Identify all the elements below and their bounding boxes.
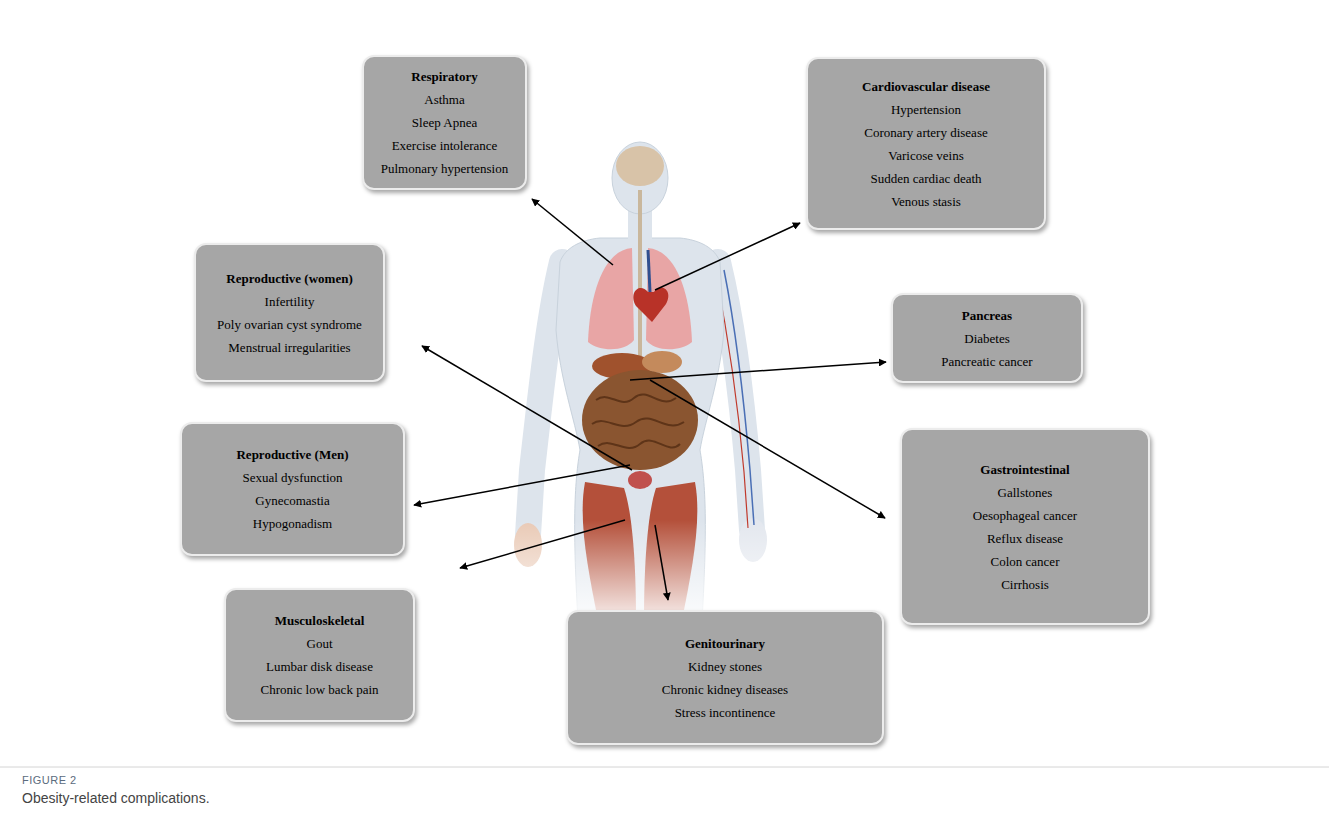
complication-item: Reflux disease [987, 527, 1063, 550]
figure-number: FIGURE 2 [22, 774, 77, 786]
complication-item: Chronic low back pain [260, 678, 378, 701]
figure-caption: Obesity-related complications. [22, 790, 210, 806]
brain [616, 146, 664, 186]
complication-item: Colon cancer [991, 550, 1060, 573]
complication-item: Exercise intolerance [392, 134, 498, 157]
leader-arrow [414, 465, 630, 505]
box-heading: Musculoskeletal [275, 609, 365, 632]
complication-item: Pulmonary hypertension [381, 157, 508, 180]
complication-item: Coronary artery disease [864, 121, 987, 144]
box-heading: Reproductive (Men) [236, 443, 348, 466]
complication-item: Gynecomastia [255, 489, 329, 512]
complication-item: Diabetes [964, 327, 1009, 350]
complication-item: Chronic kidney diseases [662, 678, 788, 701]
complication-item: Cirrhosis [1001, 573, 1049, 596]
leader-arrow [532, 199, 613, 265]
complication-box: MusculoskeletalGoutLumbar disk diseaseCh… [224, 588, 415, 722]
complication-item: Infertility [265, 290, 315, 313]
complication-item: Gallstones [998, 481, 1053, 504]
arm-veins [724, 270, 754, 525]
complication-item: Venous stasis [891, 190, 961, 213]
complication-item: Sleep Apnea [412, 111, 477, 134]
aorta [648, 250, 650, 292]
leader-arrow [655, 525, 668, 600]
leader-arrow [630, 362, 886, 380]
complication-item: Poly ovarian cyst syndrome [217, 313, 362, 336]
complication-box: Cardiovascular diseaseHypertensionCorona… [806, 57, 1046, 230]
box-heading: Respiratory [411, 65, 477, 88]
right-arm [718, 262, 752, 530]
caption-rule [0, 767, 1329, 768]
box-heading: Genitourinary [685, 632, 765, 655]
complication-item: Pancreatic cancer [941, 350, 1032, 373]
complication-item: Sudden cardiac death [870, 167, 981, 190]
complication-box: GastrointestinalGallstonesOesophageal ca… [900, 428, 1150, 625]
complication-box: GenitourinaryKidney stonesChronic kidney… [566, 610, 884, 745]
complication-box: Reproductive (women)InfertilityPoly ovar… [194, 243, 385, 382]
complication-item: Hypertension [891, 98, 961, 121]
complication-item: Kidney stones [688, 655, 762, 678]
intestines [582, 370, 698, 470]
complication-item: Oesophageal cancer [973, 504, 1077, 527]
intestine-folds [592, 395, 684, 448]
complication-item: Stress incontinence [675, 701, 776, 724]
stomach [642, 351, 682, 373]
complication-box: RespiratoryAsthmaSleep ApneaExercise int… [362, 55, 527, 190]
box-heading: Pancreas [962, 304, 1012, 327]
complication-item: Asthma [424, 88, 464, 111]
box-heading: Cardiovascular disease [862, 75, 990, 98]
complication-item: Lumbar disk disease [266, 655, 373, 678]
left-arm [528, 262, 562, 535]
complication-item: Gout [307, 632, 333, 655]
box-heading: Gastrointestinal [980, 458, 1069, 481]
leader-arrow [650, 380, 885, 518]
box-heading: Reproductive (women) [226, 267, 353, 290]
leader-arrow [655, 223, 800, 290]
complication-item: Sexual dysfunction [242, 466, 342, 489]
complication-box: PancreasDiabetesPancreatic cancer [891, 293, 1083, 383]
complication-box: Reproductive (Men)Sexual dysfunctionGyne… [180, 422, 405, 556]
leader-arrows [414, 199, 886, 600]
complication-item: Varicose veins [888, 144, 963, 167]
complication-item: Menstrual irregularities [228, 336, 350, 359]
leader-arrow [422, 346, 632, 470]
human-body [500, 142, 790, 630]
bladder [628, 471, 652, 489]
leader-arrow [460, 520, 625, 568]
complication-item: Hypogonadism [253, 512, 332, 535]
heart [633, 288, 668, 322]
